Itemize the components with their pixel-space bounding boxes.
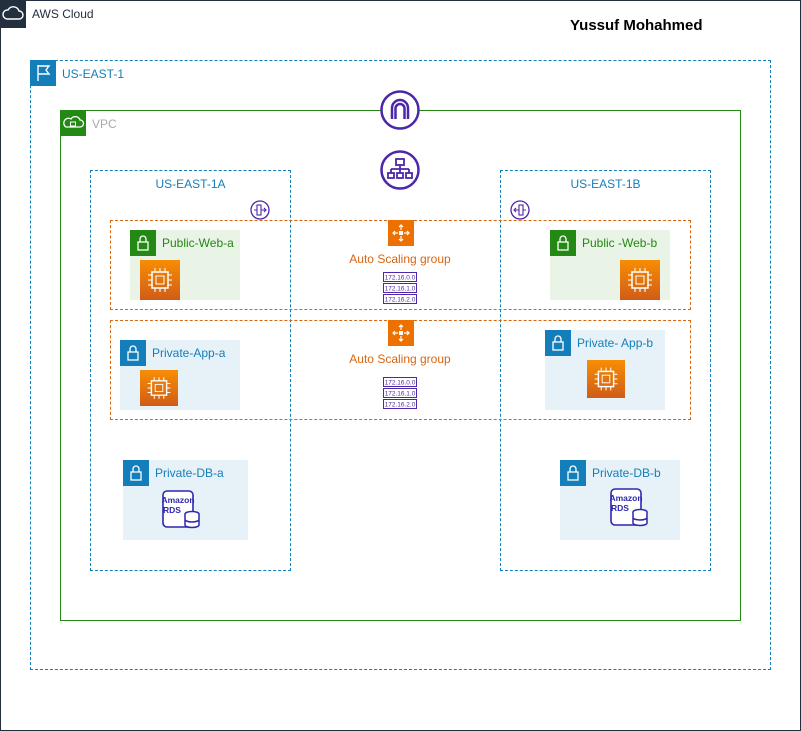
cloud-icon [0,0,26,28]
author-title: Yussuf Mohahmed [570,17,703,34]
load-balancer-icon [380,150,420,190]
ec2-instance-icon [140,370,178,406]
route-table-icon: 172.16.0.0 172.16.1.0 172.16.2.0 [383,272,417,304]
az-a-label: US-EAST-1A [155,177,226,191]
cidr-label: 172.16.0.0 [385,380,416,387]
availability-zone-b [500,170,711,571]
lock-icon [130,230,156,256]
region-label: US-EAST-1 [62,67,125,81]
subnet-label: Private- App-b [577,336,654,350]
rds-text: RDS [611,503,629,513]
subnet-label: Private-DB-b [592,466,661,480]
az-b-label: US-EAST-1B [570,177,641,191]
amazon-rds-icon: Amazon RDS [161,490,202,530]
amazon-rds-icon: Amazon RDS [609,488,650,528]
asg-label: Auto Scaling group [349,252,451,266]
network-acl-icon [250,200,270,220]
region-flag-icon [30,60,56,86]
subnet-label: Private-DB-a [155,466,224,480]
asg-label: Auto Scaling group [349,352,451,366]
cidr-label: 172.16.2.0 [385,402,416,409]
cidr-label: 172.16.0.0 [385,275,416,282]
vpc-icon [60,110,86,136]
network-acl-icon [510,200,530,220]
subnet-label: Public-Web-a [162,236,234,250]
ec2-instance-icon [140,260,180,300]
lock-icon [545,330,571,356]
lock-icon [123,460,149,486]
aws-cloud-label: AWS Cloud [32,7,94,21]
route-table-icon: 172.16.0.0 172.16.1.0 172.16.2.0 [383,377,417,409]
subnet-label: Private-App-a [152,346,226,360]
rds-text: RDS [163,505,181,515]
region-group [30,60,771,670]
vpc-label: VPC [92,117,117,131]
lock-icon [120,340,146,366]
ec2-instance-icon [587,360,625,398]
cidr-label: 172.16.1.0 [385,391,416,398]
auto-scaling-icon [388,320,414,346]
internet-gateway-icon [380,90,420,130]
subnet-label: Public -Web-b [582,236,658,250]
cidr-label: 172.16.2.0 [385,297,416,304]
ec2-instance-icon [620,260,660,300]
auto-scaling-icon [388,220,414,246]
lock-icon [560,460,586,486]
rds-text: Amazon [610,493,643,503]
lock-icon [550,230,576,256]
availability-zone-a [90,170,291,571]
rds-text: Amazon [162,495,195,505]
cidr-label: 172.16.1.0 [385,286,416,293]
